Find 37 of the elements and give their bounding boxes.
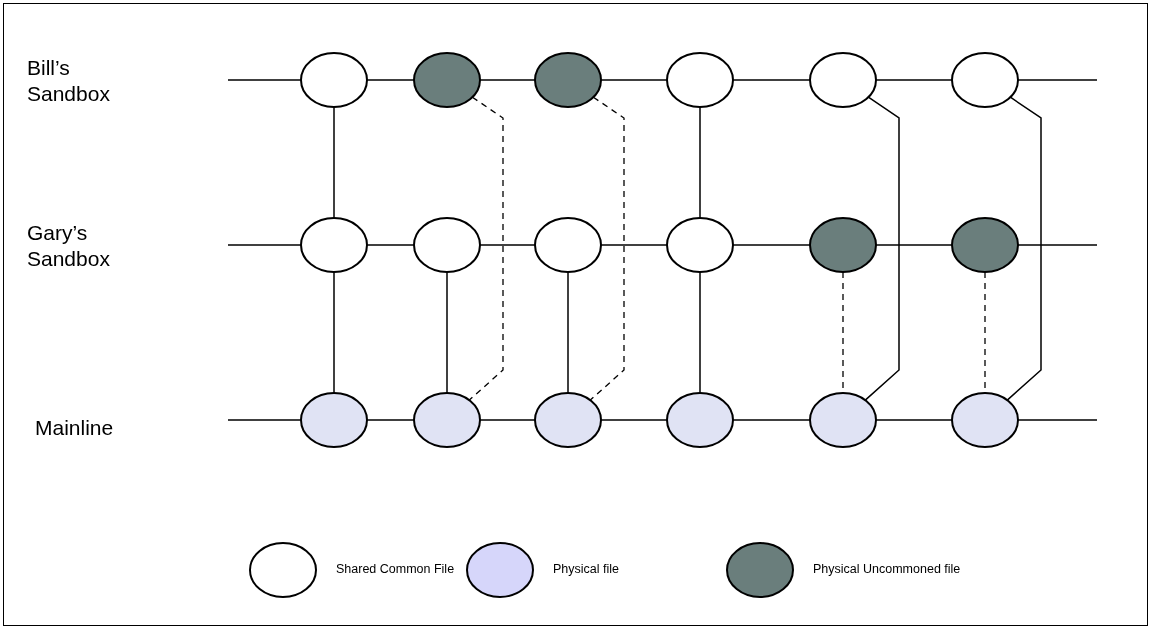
legend-label: Shared Common File [336, 562, 455, 576]
file-ellipse [534, 392, 602, 448]
connector-line [333, 271, 335, 394]
file-ellipse [413, 217, 481, 273]
file-ellipse [666, 52, 734, 108]
connector-line [1006, 96, 1042, 401]
dashed-connector [468, 96, 504, 401]
file-ellipse [300, 52, 368, 108]
file-ellipse [951, 52, 1019, 108]
connector-line [227, 79, 302, 81]
legend-label: Physical Uncommoned file [813, 562, 961, 576]
file-ellipse [809, 392, 877, 448]
file-ellipse [534, 52, 602, 108]
row-label: Mainline [35, 415, 115, 441]
connector-line [864, 96, 900, 401]
file-ellipse [809, 52, 877, 108]
row-label: Gary’s Sandbox [27, 220, 111, 272]
file-ellipse [413, 392, 481, 448]
file-ellipse [951, 392, 1019, 448]
connector-line [699, 271, 701, 394]
connector-line [227, 419, 302, 421]
file-ellipse [951, 217, 1019, 273]
connector-line [567, 271, 569, 394]
file-ellipse [534, 217, 602, 273]
connector-line [333, 106, 335, 219]
file-ellipse [300, 392, 368, 448]
file-ellipse [413, 52, 481, 108]
legend-label: Physical file [553, 562, 619, 576]
file-ellipse [666, 392, 734, 448]
connector-line [446, 271, 448, 394]
connector-line [699, 106, 701, 219]
dashed-connector [589, 96, 625, 401]
file-ellipse [300, 217, 368, 273]
row-label: Bill’s Sandbox [27, 55, 111, 107]
file-ellipse [809, 217, 877, 273]
file-ellipse [666, 217, 734, 273]
connector-line [227, 244, 302, 246]
